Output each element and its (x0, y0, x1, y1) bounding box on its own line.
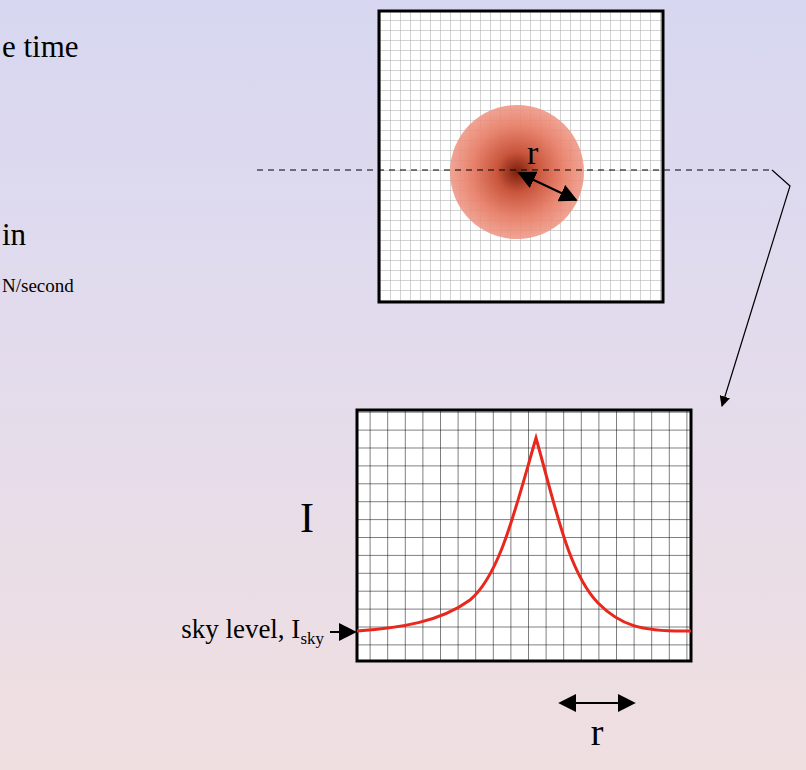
intensity-curve (357, 438, 691, 631)
slide-text: e time (2, 30, 79, 64)
subscript: sky (300, 630, 324, 649)
image-grid (379, 11, 663, 302)
cut-line (257, 169, 770, 170)
radius-arrow (560, 702, 634, 704)
slide-text: N/second (2, 276, 74, 297)
sky-level-text: sky level, I (181, 615, 300, 645)
slide-text: in (2, 218, 26, 252)
radius-arrow (519, 173, 576, 200)
sky-arrow (330, 631, 355, 633)
radius-label: r (591, 712, 604, 754)
radius-label: r (527, 134, 538, 171)
pointer-line (722, 170, 790, 406)
profile-grid (357, 410, 691, 661)
axis-label: I (300, 495, 314, 541)
sky-level-label: sky level, Isky (181, 615, 324, 645)
star-blob (450, 105, 584, 239)
